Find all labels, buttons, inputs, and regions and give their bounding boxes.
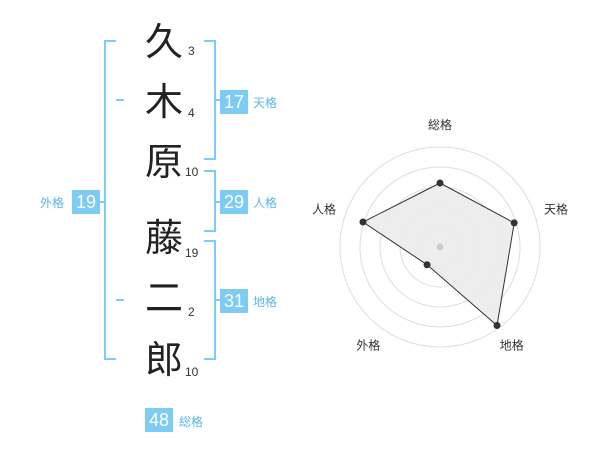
radar-point-2 (510, 219, 518, 227)
name-char-2: 木 (144, 80, 183, 124)
radar-axis-label-5: 人格 (312, 201, 336, 216)
stroke-count-2: 4 (188, 106, 195, 120)
gaikaku-bracket-inner-tick-bottom (116, 299, 124, 301)
radar-point-1 (436, 179, 444, 187)
radar-shape (362, 182, 515, 327)
stroke-count-5: 2 (188, 305, 195, 319)
name-char-5: 二 (144, 276, 183, 320)
name-char-4: 藤 (144, 216, 183, 260)
chikaku-bracket-tick (216, 299, 222, 301)
radar-axis-label-3: 地格 (500, 338, 524, 353)
radar-axis-label-4: 外格 (356, 338, 380, 353)
jinkaku-bracket-tick (216, 201, 222, 203)
jinkaku-value-badge: 29 (220, 190, 248, 214)
soukaku-label: 総格 (179, 415, 204, 429)
stroke-count-3: 10 (185, 165, 199, 179)
radar-axis-label-1: 総格 (428, 117, 452, 132)
radar-point-5 (359, 218, 367, 226)
tenkaku-bracket (204, 40, 216, 160)
tenkaku-label: 天格 (253, 96, 278, 110)
chikaku-bracket (204, 240, 216, 360)
chikaku-value-badge: 31 (220, 289, 248, 313)
radar-point-3 (493, 321, 501, 329)
radar-ring-2 (359, 166, 521, 328)
tenkaku-value-badge: 17 (220, 90, 248, 114)
stroke-count-4: 19 (185, 246, 199, 260)
radar-point-4 (423, 261, 431, 269)
radar-ring-1 (339, 146, 541, 348)
radar-center-dot (436, 243, 444, 251)
gaikaku-bracket-inner-tick-top (116, 99, 124, 101)
stroke-count-6: 10 (185, 365, 199, 379)
jinkaku-bracket (204, 170, 216, 232)
jinkaku-label: 人格 (253, 196, 278, 210)
soukaku-value-badge: 48 (145, 408, 173, 432)
radar-axis-label-2: 天格 (544, 201, 568, 216)
chikaku-label: 地格 (253, 295, 278, 309)
name-char-3: 原 (144, 140, 183, 184)
stroke-count-1: 3 (188, 44, 195, 58)
gaikaku-bracket (104, 40, 116, 360)
radar-points (359, 179, 518, 329)
tenkaku-bracket-tick (216, 99, 222, 101)
gaikaku-bracket-tick (98, 201, 104, 203)
name-char-1: 久 (144, 20, 183, 64)
name-char-6: 郎 (144, 338, 183, 382)
gaikaku-label: 外格 (40, 196, 65, 210)
gaikaku-value-badge: 19 (72, 190, 100, 214)
